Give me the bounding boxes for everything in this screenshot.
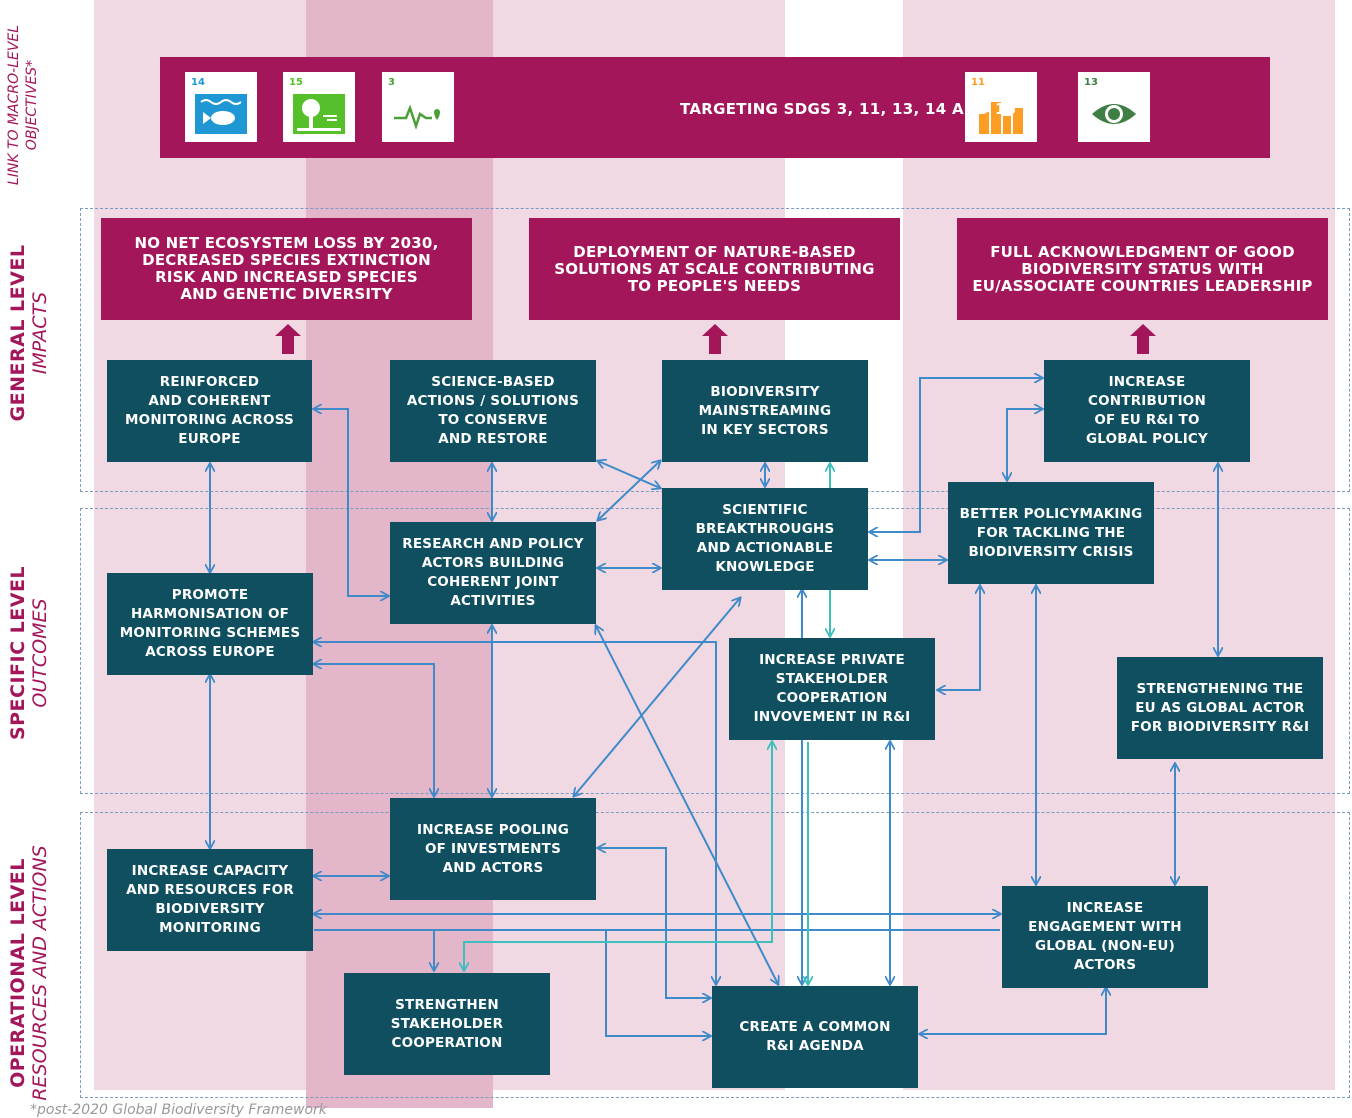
node-eu-ri-contribution: INCREASE CONTRIBUTION OF EU R&I TO GLOBA…	[1044, 360, 1250, 462]
node-science-based-actions: SCIENCE-BASED ACTIONS / SOLUTIONS TO CON…	[390, 360, 596, 462]
node-common-ri-agenda: CREATE A COMMON R&I AGENDA	[712, 986, 918, 1088]
arrow-n5-n4	[870, 378, 1042, 532]
city-icon	[975, 94, 1027, 134]
node-stakeholder-cooperation: STRENGTHEN STAKEHOLDER COOPERATION	[344, 973, 550, 1075]
arrow-n11-n15	[598, 848, 710, 998]
heartbeat-icon	[392, 94, 444, 134]
sdg-14-badge: 14	[185, 72, 257, 142]
sdg-13-badge: 13	[1078, 72, 1150, 142]
node-eu-global-actor: STRENGTHENING THE EU AS GLOBAL ACTOR FOR…	[1117, 657, 1323, 759]
arrow-n6-n9	[938, 586, 980, 690]
impact-nature-based-solutions: DEPLOYMENT OF NATURE-BASED SOLUTIONS AT …	[529, 218, 900, 320]
fish-icon	[195, 94, 247, 134]
node-promote-harmonisation: PROMOTE HARMONISATION OF MONITORING SCHE…	[107, 573, 313, 675]
sdg-11-number: 11	[971, 77, 985, 88]
arrow-n15-n13	[920, 988, 1106, 1034]
tree-icon	[293, 94, 345, 134]
sdg-3-number: 3	[388, 77, 395, 88]
arrow-n1-n7	[314, 409, 388, 596]
impact-no-net-ecosystem-loss: NO NET ECOSYSTEM LOSS BY 2030, DECREASED…	[101, 218, 472, 320]
node-private-stakeholder: INCREASE PRIVATE STAKEHOLDER COOPERATION…	[729, 638, 935, 740]
arrow-n7-n3	[598, 461, 660, 520]
node-reinforced-monitoring: REINFORCED AND COHERENT MONITORING ACROS…	[107, 360, 312, 462]
node-research-policy-actors: RESEARCH AND POLICY ACTORS BUILDING COHE…	[390, 522, 596, 624]
arrow-n2-n5	[598, 461, 660, 488]
sdg-11-badge: 11	[965, 72, 1037, 142]
arrow-n8-n11	[314, 664, 434, 796]
arrow-n4-n6	[1007, 409, 1042, 480]
eye-earth-icon	[1088, 94, 1140, 134]
node-scientific-breakthroughs: SCIENTIFIC BREAKTHROUGHS AND ACTIONABLE …	[662, 488, 868, 590]
teal-arrow-n9-n14	[464, 742, 772, 970]
sdg-3-badge: 3	[382, 72, 454, 142]
node-capacity-resources: INCREASE CAPACITY AND RESOURCES FOR BIOD…	[107, 849, 313, 951]
node-global-engagement: INCREASE ENGAGEMENT WITH GLOBAL (NON-EU)…	[1002, 886, 1208, 988]
thick-up-arrow-icon	[275, 324, 301, 354]
banner-text: TARGETING SDGS 3, 11, 13, 14 AND 15	[680, 100, 1017, 118]
thick-up-arrow-icon	[1130, 324, 1156, 354]
node-pooling-investments: INCREASE POOLING OF INVESTMENTS AND ACTO…	[390, 798, 596, 900]
sdg-15-badge: 15	[283, 72, 355, 142]
node-better-policymaking: BETTER POLICYMAKING FOR TACKLING THE BIO…	[948, 482, 1154, 584]
sdg-banner: 14 15 3 11 13 TARGETING SDGS 3, 11, 13, …	[160, 57, 1270, 158]
sdg-14-number: 14	[191, 77, 205, 88]
node-biodiversity-mainstreaming: BIODIVERSITY MAINSTREAMING IN KEY SECTOR…	[662, 360, 868, 462]
impact-biodiversity-leadership: FULL ACKNOWLEDGMENT OF GOOD BIODIVERSITY…	[957, 218, 1328, 320]
sdg-15-number: 15	[289, 77, 303, 88]
footnote: *post-2020 Global Biodiversity Framework	[30, 1102, 327, 1118]
thick-up-arrow-icon	[702, 324, 728, 354]
sdg-13-number: 13	[1084, 77, 1098, 88]
